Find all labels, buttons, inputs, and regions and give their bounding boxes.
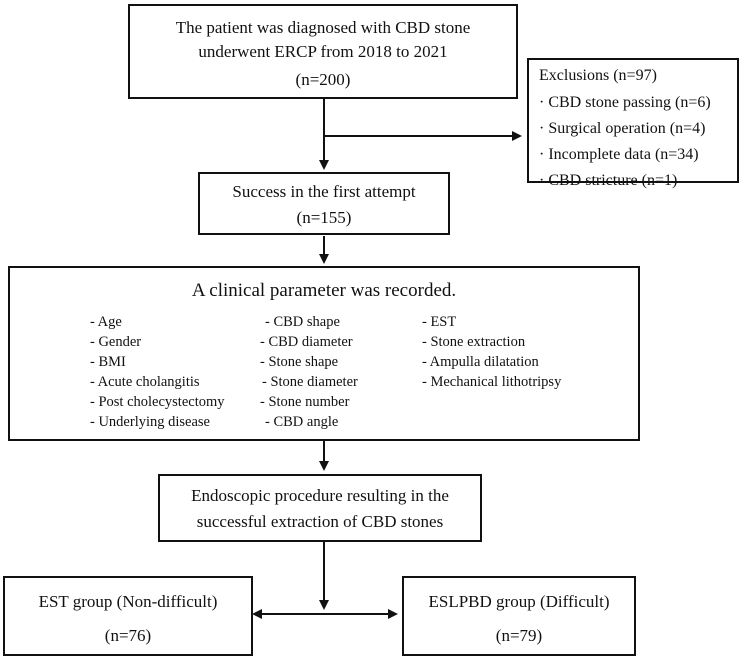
param-item: - CBD shape: [265, 314, 340, 330]
exclusion-item: · CBD stricture (n=1): [539, 172, 678, 189]
param-item: - Ampulla dilatation: [422, 354, 539, 370]
eslpbd-group-box: ESLPBD group (Difficult) (n=79): [402, 576, 636, 656]
start-count: (n=200): [295, 70, 351, 89]
exclusions-box: Exclusions (n=97) · CBD stone passing (n…: [527, 58, 739, 189]
success-count: (n=155): [296, 208, 352, 227]
param-item: - Stone extraction: [422, 334, 526, 350]
eslpbd-group-count: (n=79): [495, 626, 543, 645]
param-item: - CBD angle: [265, 414, 339, 430]
param-item: - Stone number: [260, 394, 350, 410]
est-group-box: EST group (Non-difficult) (n=76): [3, 576, 253, 656]
start-line-1: The patient was diagnosed with CBD stone: [175, 18, 471, 37]
param-item: - Mechanical lithotripsy: [422, 374, 562, 390]
exclusion-item: · Incomplete data (n=34): [539, 146, 699, 163]
param-item: - Gender: [90, 334, 142, 350]
parameters-box: A clinical parameter was recorded. - Age…: [8, 266, 640, 441]
param-item: - BMI: [90, 354, 126, 370]
exclusion-item: · CBD stone passing (n=6): [539, 94, 711, 111]
success-label: Success in the first attempt: [232, 182, 416, 201]
exclusions-title: Exclusions (n=97): [539, 67, 657, 84]
param-item: - Underlying disease: [90, 414, 210, 430]
param-item: - CBD diameter: [260, 334, 353, 350]
param-item: - EST: [422, 314, 457, 330]
eslpbd-group-label: ESLPBD group (Difficult): [428, 592, 610, 611]
param-item: - Post cholecystectomy: [90, 394, 225, 410]
param-item: - Stone shape: [260, 354, 339, 370]
param-item: - Stone diameter: [262, 374, 358, 390]
procedure-box: Endoscopic procedure resulting in the su…: [158, 474, 482, 542]
exclusions-list: · CBD stone passing (n=6) · Surgical ope…: [539, 90, 711, 194]
param-item: - Acute cholangitis: [90, 374, 200, 390]
success-box: Success in the first attempt (n=155): [198, 172, 450, 235]
exclusion-item: · Surgical operation (n=4): [539, 120, 706, 137]
est-group-count: (n=76): [104, 626, 152, 645]
procedure-line-2: successful extraction of CBD stones: [196, 512, 444, 531]
start-line-2: underwent ERCP from 2018 to 2021: [198, 42, 448, 61]
parameters-title: A clinical parameter was recorded.: [191, 280, 457, 301]
start-box: The patient was diagnosed with CBD stone…: [128, 4, 518, 99]
procedure-line-1: Endoscopic procedure resulting in the: [191, 486, 449, 505]
est-group-label: EST group (Non-difficult): [38, 592, 218, 611]
param-item: - Age: [90, 314, 122, 330]
